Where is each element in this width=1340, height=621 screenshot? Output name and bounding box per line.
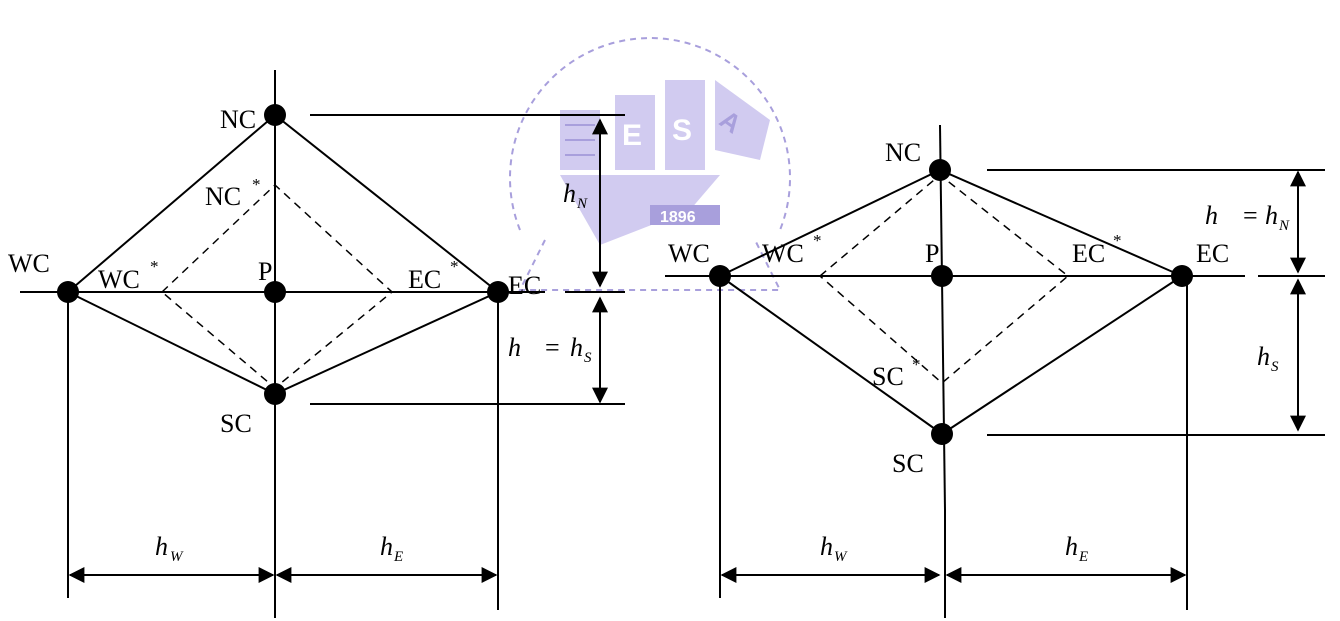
- left-label-hw-sub: W: [170, 549, 184, 565]
- right-node-ec: [1171, 265, 1193, 287]
- right-stencil-diagram: NC WC WC * P EC * EC SC * SC h = h N h S…: [665, 124, 1325, 618]
- right-label-he-sub: E: [1078, 549, 1088, 565]
- right-vertical-axis: [939, 124, 946, 511]
- right-label-hs-sub: S: [1271, 359, 1279, 375]
- left-label-wc-star-sup: *: [150, 257, 159, 276]
- left-node-sc: [264, 383, 286, 405]
- right-label-sc: SC: [892, 449, 924, 478]
- right-label-sc-star-sup: *: [912, 355, 921, 374]
- left-label-nc: NC: [220, 105, 256, 134]
- left-stencil-diagram: NC NC * WC WC * P EC * EC SC h N h = h S…: [8, 70, 625, 618]
- seal-letter-s: S: [672, 114, 692, 147]
- right-label-wc: WC: [668, 239, 710, 268]
- left-label-wc: WC: [8, 249, 50, 278]
- university-seal-watermark: E S A 1896: [509, 37, 791, 291]
- right-label-hn: h: [1265, 201, 1278, 230]
- left-node-nc: [264, 104, 286, 126]
- left-label-ec-star: EC: [408, 265, 441, 294]
- right-label-hn-sub: N: [1278, 218, 1290, 234]
- left-label-ec-star-sup: *: [450, 257, 459, 276]
- right-node-p: [931, 265, 953, 287]
- seal-ring: [509, 37, 791, 291]
- left-outer-diamond: [67, 113, 500, 396]
- right-label-ec-star-sup: *: [1113, 231, 1122, 250]
- right-label-hs: h: [1257, 342, 1270, 371]
- right-label-he: h: [1065, 532, 1078, 561]
- left-label-hs-sub: S: [584, 350, 592, 366]
- left-label-h: h: [508, 333, 521, 362]
- seal-letter-e: E: [622, 119, 642, 152]
- left-inner-dashed-diamond: [160, 183, 394, 389]
- right-label-ec-star: EC: [1072, 239, 1105, 268]
- left-label-hs: h: [570, 333, 583, 362]
- right-inner-dashed-diamond: [818, 174, 1070, 384]
- left-label-nc-star: NC: [205, 182, 241, 211]
- left-label-wc-star: WC: [98, 265, 140, 294]
- left-label-hw: h: [155, 532, 168, 561]
- left-label-hn: h: [563, 179, 576, 208]
- right-label-ec: EC: [1196, 239, 1229, 268]
- left-label-p: P: [258, 257, 272, 286]
- right-label-eq: =: [1243, 201, 1258, 230]
- left-label-eq: =: [545, 333, 560, 362]
- right-label-sc-star: SC: [872, 362, 904, 391]
- right-node-nc: [929, 159, 951, 181]
- right-label-wc-star-sup: *: [813, 231, 822, 250]
- left-label-ec: EC: [508, 271, 541, 300]
- right-label-wc-star: WC: [762, 239, 804, 268]
- right-label-h: h: [1205, 201, 1218, 230]
- left-node-p: [264, 281, 286, 303]
- left-node-wc: [57, 281, 79, 303]
- right-node-sc: [931, 423, 953, 445]
- right-outer-diamond: [718, 168, 1185, 436]
- right-label-nc: NC: [885, 138, 921, 167]
- right-label-hw: h: [820, 532, 833, 561]
- left-label-he-sub: E: [393, 549, 403, 565]
- left-label-he: h: [380, 532, 393, 561]
- left-label-nc-star-sup: *: [252, 175, 261, 194]
- seal-year: 1896: [660, 209, 696, 226]
- left-label-sc: SC: [220, 409, 252, 438]
- left-label-hn-sub: N: [576, 196, 588, 212]
- right-node-wc: [709, 265, 731, 287]
- left-node-ec: [487, 281, 509, 303]
- right-label-p: P: [925, 239, 939, 268]
- right-label-hw-sub: W: [834, 549, 848, 565]
